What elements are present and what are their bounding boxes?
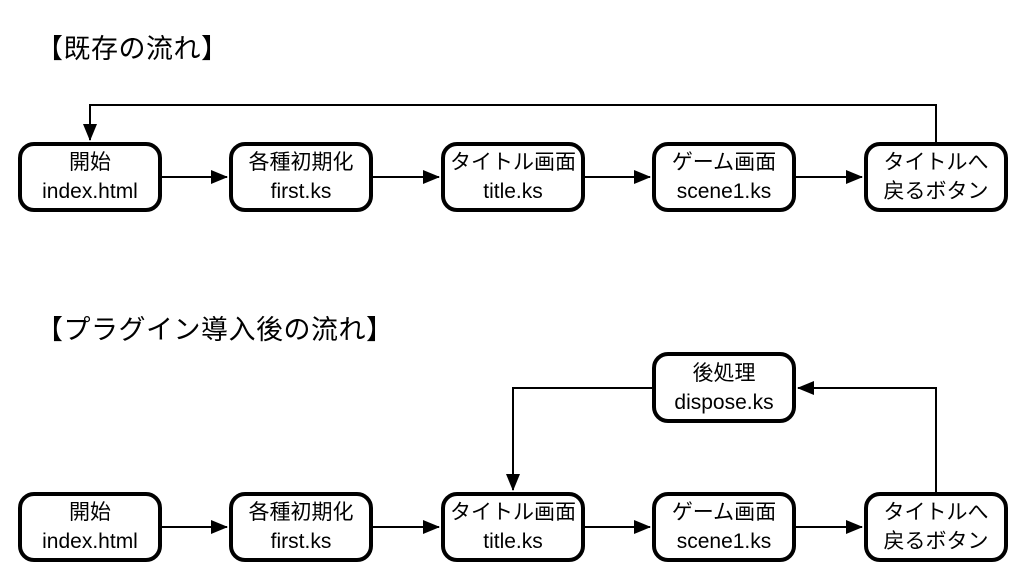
node-back-button-1: タイトルへ 戻るボタン (864, 142, 1008, 212)
node-init-2: 各種初期化 first.ks (229, 492, 373, 562)
node-title: タイトル画面 (450, 501, 576, 524)
arrow-dispose-to-title-2 (506, 387, 652, 491)
node-title-screen-2: タイトル画面 title.ks (441, 492, 585, 562)
node-title: ゲーム画面 (671, 151, 777, 174)
node-back-button-2: タイトルへ 戻るボタン (864, 492, 1008, 562)
node-start-1: 開始 index.html (18, 142, 162, 212)
node-subtitle: first.ks (270, 530, 332, 553)
node-game-screen-1: ゲーム画面 scene1.ks (652, 142, 796, 212)
node-subtitle: 戻るボタン (883, 530, 989, 553)
node-subtitle: title.ks (483, 530, 543, 553)
node-subtitle: dispose.ks (674, 390, 774, 414)
node-title: 各種初期化 (248, 501, 354, 524)
node-title: 開始 (69, 501, 111, 524)
node-game-screen-2: ゲーム画面 scene1.ks (652, 492, 796, 562)
node-subtitle: title.ks (483, 180, 543, 203)
node-init-1: 各種初期化 first.ks (229, 142, 373, 212)
node-subtitle: index.html (42, 530, 138, 553)
node-subtitle: 戻るボタン (883, 180, 989, 203)
node-title: ゲーム画面 (671, 501, 777, 524)
node-subtitle: scene1.ks (676, 180, 772, 203)
node-title: タイトル画面 (450, 151, 576, 174)
node-subtitle: scene1.ks (676, 530, 772, 553)
node-dispose-2: 後処理 dispose.ks (652, 352, 796, 423)
heading-existing-flow: 【既存の流れ】 (36, 34, 229, 64)
node-title: タイトルへ (883, 151, 989, 174)
node-title-screen-1: タイトル画面 title.ks (441, 142, 585, 212)
arrow-loopback-1 (83, 104, 937, 142)
node-title: 開始 (69, 151, 111, 174)
node-title: 後処理 (692, 361, 756, 385)
heading-plugin-flow: 【プラグイン導入後の流れ】 (36, 315, 394, 345)
node-subtitle: first.ks (270, 180, 332, 203)
node-title: 各種初期化 (248, 151, 354, 174)
node-subtitle: index.html (42, 180, 138, 203)
node-start-2: 開始 index.html (18, 492, 162, 562)
node-title: タイトルへ (883, 501, 989, 524)
arrow-back-to-dispose-2 (797, 381, 937, 492)
